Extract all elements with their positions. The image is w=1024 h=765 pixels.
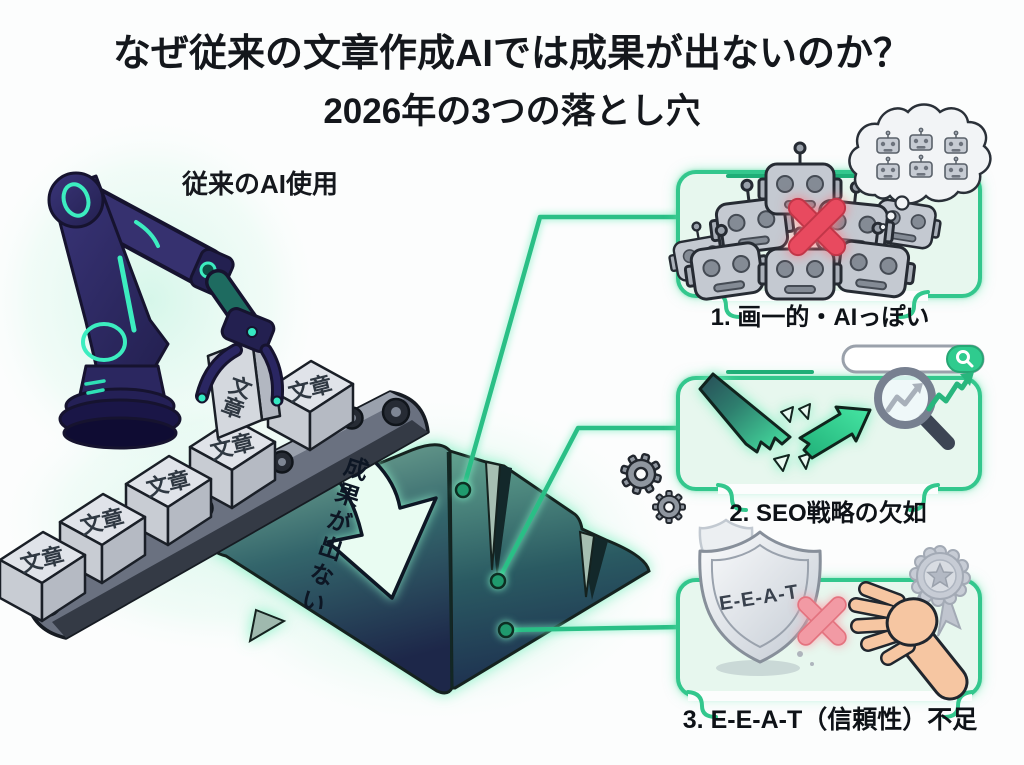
connector-lines bbox=[460, 214, 684, 633]
callout-box-1 bbox=[676, 170, 982, 298]
connector-line-3 bbox=[503, 624, 684, 633]
robot-arm bbox=[47, 171, 259, 450]
connector-dots bbox=[454, 481, 515, 639]
connector-line-1 bbox=[460, 214, 684, 493]
robot-gripper bbox=[195, 307, 284, 407]
callout-box-2 bbox=[676, 376, 982, 491]
callout-box-3 bbox=[676, 578, 982, 698]
connector-line-2 bbox=[495, 425, 684, 584]
